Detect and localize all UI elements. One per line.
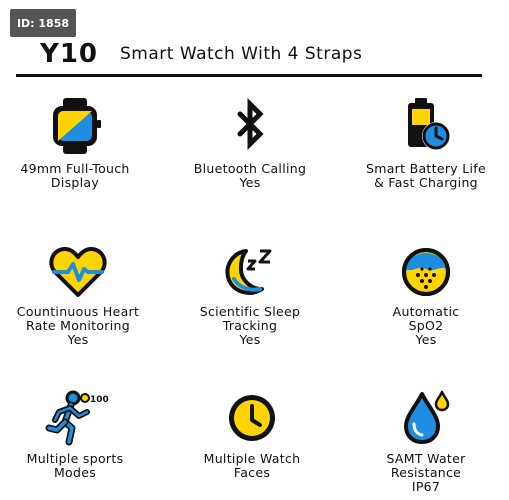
feature-label: Bluetooth Calling — [193, 161, 307, 176]
feature-heart-rate: Countinuous Heart Rate Monitoring Yes — [0, 245, 161, 347]
feature-bluetooth: Bluetooth Calling Yes — [167, 96, 333, 190]
model-name: Y10 — [40, 39, 99, 69]
feature-label: Multiple Watch Faces — [203, 451, 301, 480]
feature-sleep: Scientific Sleep Tracking Yes — [167, 245, 333, 347]
smartwatch-icon — [53, 98, 101, 154]
feature-label: Automatic SpO2 — [392, 304, 460, 333]
feature-value: Yes — [67, 332, 89, 347]
header-divider — [16, 74, 482, 77]
battery-clock-icon — [408, 98, 450, 150]
water-drop-icon — [404, 390, 450, 444]
sleep-moon-icon — [225, 249, 272, 295]
page-title: Smart Watch With 4 Straps — [120, 44, 363, 64]
feature-value: IP67 — [411, 479, 441, 494]
feature-label: Smart Battery Life & Fast Charging — [366, 161, 486, 190]
feature-sports: 100 Multiple sports Modes — [0, 390, 158, 480]
spo2-icon — [402, 248, 450, 296]
feature-label: Countinuous Heart Rate Monitoring — [16, 304, 140, 333]
heart-rate-icon — [49, 247, 107, 297]
feature-label: Scientific Sleep Tracking — [199, 304, 301, 333]
feature-water: SAMT Water Resistance IP67 — [343, 390, 509, 494]
feature-label: 49mm Full-Touch Display — [20, 161, 130, 190]
bluetooth-icon — [237, 97, 264, 151]
header: Y10 Smart Watch With 4 Straps — [40, 36, 362, 72]
feature-battery: Smart Battery Life & Fast Charging — [343, 96, 509, 190]
feature-value: Yes — [239, 175, 261, 190]
feature-watch-faces: Multiple Watch Faces — [169, 390, 335, 480]
feature-display: 49mm Full-Touch Display — [0, 96, 158, 190]
sports-count-label: 100 — [90, 395, 109, 405]
id-badge: ID: 1858 — [10, 9, 76, 37]
feature-label: Multiple sports Modes — [26, 451, 124, 480]
feature-value: Yes — [415, 332, 437, 347]
running-person-icon: 100 — [45, 390, 109, 446]
feature-value: Yes — [239, 332, 261, 347]
clock-face-icon — [229, 395, 275, 441]
feature-label: SAMT Water Resistance — [386, 451, 466, 480]
feature-spo2: Automatic SpO2 Yes — [343, 245, 509, 347]
